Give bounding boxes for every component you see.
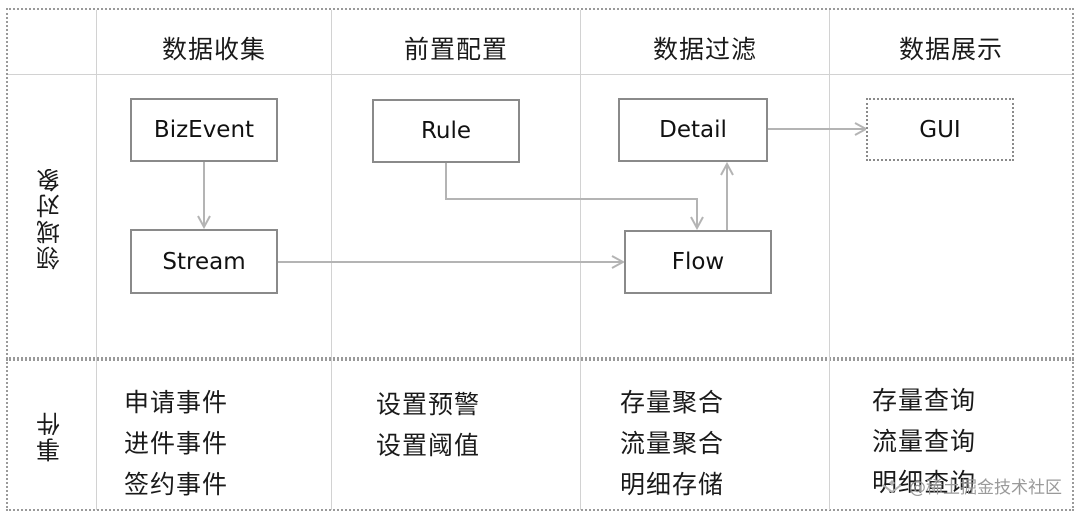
- watermark: @稀土掘金技术社区: [881, 473, 1062, 498]
- event-item: 存量查询: [872, 386, 977, 415]
- event-item: 存量聚合: [620, 388, 725, 417]
- watermark-text: @稀土掘金技术社区: [909, 478, 1062, 498]
- node-gui: GUI: [866, 98, 1014, 161]
- column-header-collect: 数据收集: [161, 35, 266, 64]
- header-divider: [8, 74, 1072, 75]
- events-collect: 申请事件 进件事件 签约事件: [124, 382, 228, 505]
- event-item: 流量聚合: [620, 429, 725, 458]
- column-divider: [580, 10, 581, 510]
- column-divider: [331, 10, 332, 510]
- event-item: 申请事件: [124, 388, 229, 417]
- events-filter: 存量聚合 流量聚合 明细存储: [620, 382, 724, 505]
- node-rule: Rule: [372, 99, 520, 163]
- event-item: 设置预警: [376, 390, 481, 419]
- node-flow: Flow: [624, 230, 772, 294]
- event-item: 明细存储: [620, 470, 725, 499]
- events-frame: [6, 359, 1074, 511]
- event-item: 流量查询: [872, 427, 977, 456]
- column-divider: [829, 10, 830, 510]
- juejin-logo-icon: [882, 479, 902, 493]
- column-header-filter: 数据过滤: [652, 35, 757, 64]
- node-detail: Detail: [618, 98, 768, 162]
- event-item: 设置阈值: [376, 431, 481, 460]
- events-display: 存量查询 流量查询 明细查询: [872, 380, 976, 503]
- header-domain-frame: [6, 8, 1074, 359]
- column-divider: [96, 10, 97, 510]
- column-header-config: 前置配置: [403, 35, 508, 64]
- events-config: 设置预警 设置阈值: [376, 384, 480, 466]
- event-item: 签约事件: [124, 470, 229, 499]
- node-stream: Stream: [130, 229, 278, 294]
- column-header-display: 数据展示: [898, 35, 1003, 64]
- node-bizevent: BizEvent: [130, 98, 278, 162]
- event-item: 进件事件: [124, 429, 229, 458]
- arrow-rule-to-flow: [445, 163, 697, 228]
